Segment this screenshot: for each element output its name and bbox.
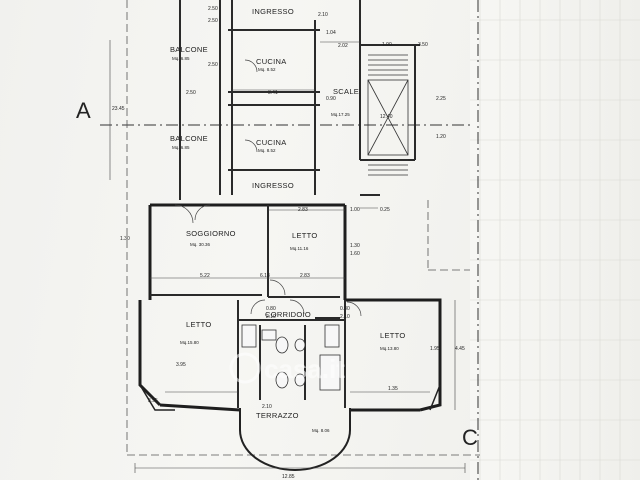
exterior-walls	[138, 203, 442, 412]
dim-label: 1.60	[350, 251, 360, 257]
room-label-ingresso-top: INGRESSO	[252, 7, 294, 16]
dim-label: 0.25	[380, 207, 390, 213]
dim-label: 1.95	[430, 346, 440, 352]
dim-label: 0.90	[326, 96, 336, 102]
dim-label: 12.85	[282, 474, 295, 480]
dim-label: 2.10	[262, 404, 272, 410]
left-dashed-border	[126, 0, 480, 456]
dim-label: 12.40	[380, 114, 393, 120]
dim-label: 1.30	[120, 236, 130, 242]
dim-label: 2.10	[318, 12, 328, 18]
room-label-balcone-top: BALCONE	[170, 45, 208, 54]
dim-label: 2.10	[266, 314, 276, 320]
dim-label: 1.30	[350, 243, 360, 249]
room-label-corridoio: CORRIDOIO	[265, 310, 311, 319]
room-label-letto-left: LETTO	[186, 320, 212, 329]
interior-walls	[150, 205, 346, 408]
axis-label-a: A	[76, 98, 91, 123]
paper-edge	[470, 0, 640, 480]
dim-label: 2.50	[208, 62, 218, 68]
dim-label: 4.45	[455, 346, 465, 352]
area-soggiorno: Mq. 30.36	[190, 242, 211, 247]
dim-label: 2.50	[186, 90, 196, 96]
terrace-outline	[239, 408, 351, 471]
area-balcone-top: Mq. 6.85	[172, 56, 190, 61]
dim-label: 1.35	[388, 386, 398, 392]
dim-label: 5.22	[200, 273, 210, 279]
dim-label: 2.50	[208, 6, 218, 12]
dim-label: 1.90	[382, 42, 392, 48]
dim-label: 3.50	[418, 42, 428, 48]
axis-label-c: C	[462, 425, 478, 450]
room-label-terrazzo: TERRAZZO	[256, 411, 299, 420]
room-label-letto-right: LETTO	[380, 331, 406, 340]
room-label-letto-center: LETTO	[292, 231, 318, 240]
dim-label: 1.00	[350, 207, 360, 213]
area-terrazzo: Mq. 8.06	[312, 428, 330, 433]
room-label-cucina-top: CUCINA	[256, 57, 287, 66]
staircase	[367, 54, 409, 176]
dim-label: 6.18	[260, 273, 270, 279]
room-label-ingresso-mid: INGRESSO	[252, 181, 294, 190]
bathroom-fixtures	[241, 324, 341, 391]
area-scale: Mq.17.25	[331, 112, 350, 117]
room-label-soggiorno: SOGGIORNO	[186, 229, 236, 238]
dim-label: 2.02	[338, 43, 348, 49]
dim-label: 2.83	[298, 207, 308, 213]
dim-label: 2.50	[208, 18, 218, 24]
room-label-cucina-mid: CUCINA	[256, 138, 287, 147]
margin-grid	[470, 0, 640, 480]
dim-label: 23.45	[112, 106, 125, 112]
room-label-scale: SCALE	[333, 87, 359, 96]
dimension-lines	[109, 40, 466, 473]
area-balcone-mid: Mq. 6.85	[172, 145, 190, 150]
dim-label: 2.25	[436, 96, 446, 102]
bay-window	[139, 384, 441, 411]
dim-label: 1.04	[326, 30, 336, 36]
watermark: casa.it	[229, 352, 345, 384]
watermark-text: casa.it	[264, 354, 345, 384]
area-letto-center: Mq.11.16	[290, 246, 309, 251]
dim-label: 0.80	[340, 306, 350, 312]
upper-walls	[179, 0, 420, 200]
dim-label: 1.20	[436, 134, 446, 140]
dim-label: 0.80	[266, 306, 276, 312]
area-cucina-mid: Mq. 8.52	[258, 148, 276, 153]
room-label-balcone-mid: BALCONE	[170, 134, 208, 143]
dim-label: 3.95	[176, 362, 186, 368]
area-cucina-top: Mq. 8.52	[258, 67, 276, 72]
dim-label: 2.83	[300, 273, 310, 279]
dim-label: 3.41	[268, 90, 278, 96]
door-swings	[174, 59, 362, 317]
dim-label: 3.95	[148, 398, 158, 404]
dim-label: 2.10	[340, 314, 350, 320]
area-letto-left: Mq.15.80	[180, 340, 199, 345]
area-letto-right: Mq.13.80	[380, 346, 399, 351]
